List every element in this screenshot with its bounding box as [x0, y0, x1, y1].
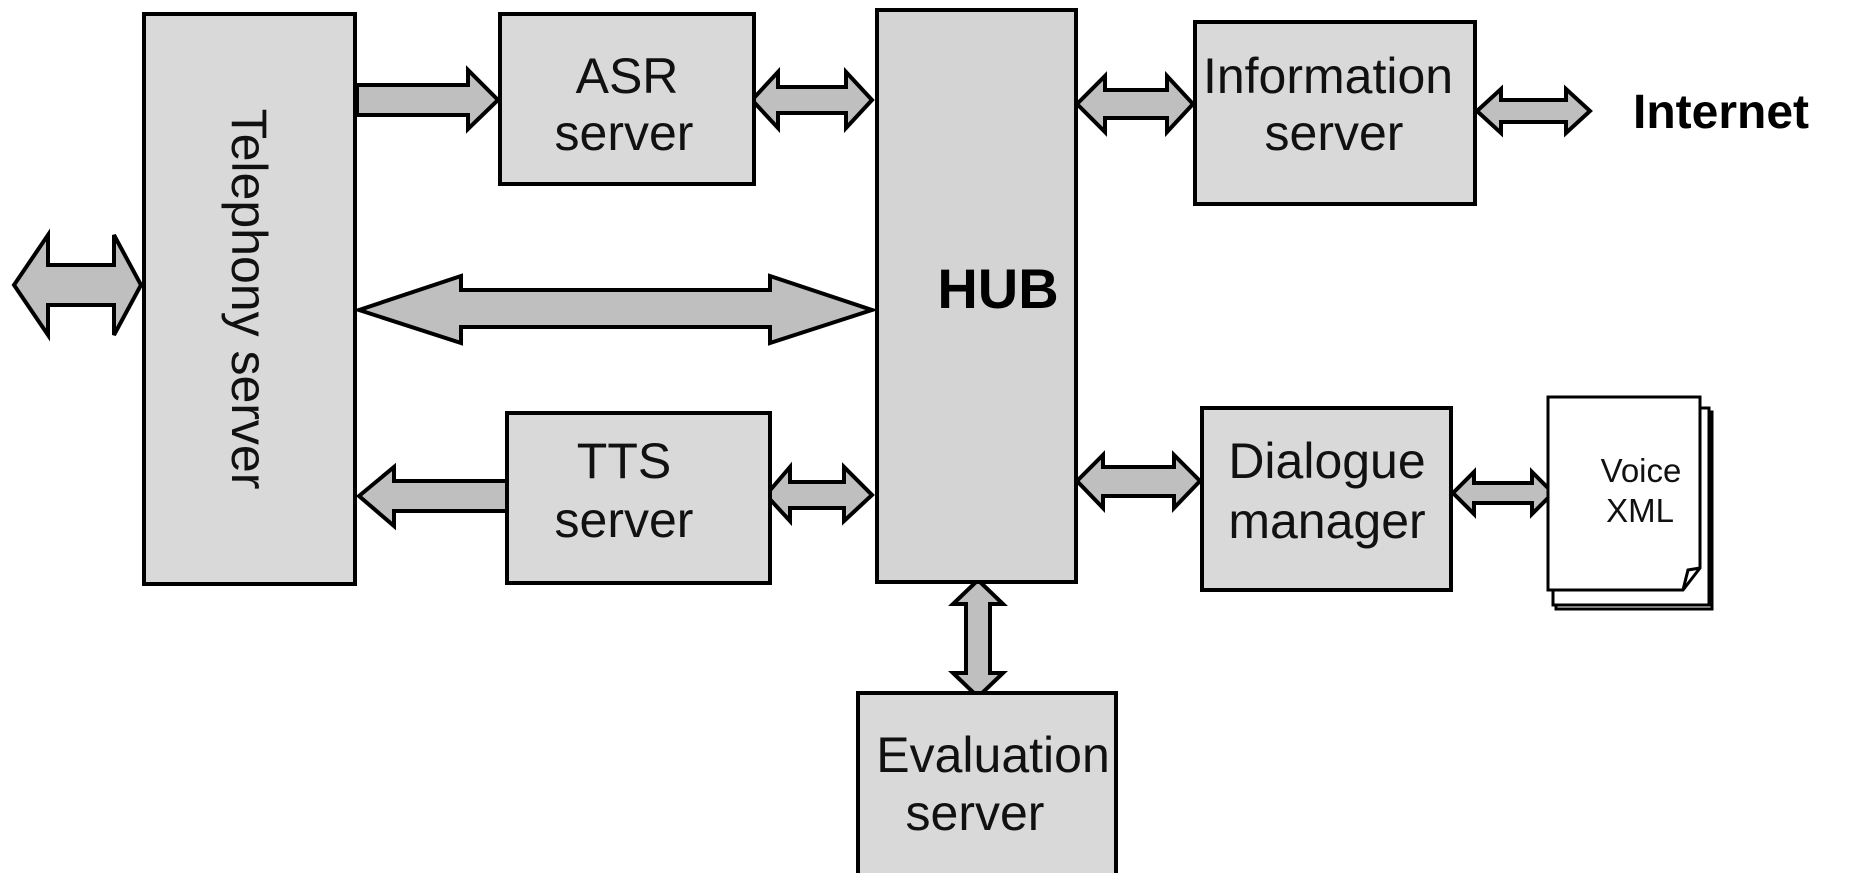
hub-evaluation-bidirectional-arrow — [948, 577, 1008, 700]
tts-server-node: TTS server — [505, 411, 772, 585]
information-server-node: Information server — [1193, 20, 1477, 206]
tts-server-label-line1: TTS — [577, 433, 671, 489]
telephony-server-node: Telephony server — [142, 12, 357, 586]
information-server-label-line1: Information — [1203, 48, 1453, 104]
internet-label: Internet — [1633, 86, 1809, 139]
dialogue-manager-label-line2: manager — [1228, 493, 1425, 549]
hub-dialogue-bidirectional-arrow — [1074, 450, 1203, 513]
information-server-label-line2: server — [1265, 105, 1404, 161]
voicexml-label-line2: XML — [1606, 492, 1674, 529]
evaluation-server-label-line1: Evaluation — [876, 727, 1110, 783]
dialogue-manager-node: Dialogue manager — [1200, 406, 1453, 592]
tts-to-telephony-arrow — [355, 462, 514, 531]
dialogue-manager-label-line1: Dialogue — [1228, 433, 1425, 489]
telephony-server-label: Telephony server — [221, 109, 277, 490]
dialogue-voicexml-bidirectional-arrow — [1450, 467, 1556, 519]
asr-server-node: ASR server — [498, 12, 756, 186]
hub-node: HUB — [875, 8, 1078, 584]
evaluation-server-node: Evaluation server — [856, 691, 1118, 873]
tts-hub-bidirectional-arrow — [763, 461, 875, 527]
voicexml-label-line1: Voice — [1601, 452, 1682, 489]
evaluation-server-label-line2: server — [906, 785, 1045, 841]
hub-information-bidirectional-arrow — [1074, 70, 1196, 138]
telephony-to-asr-arrow — [355, 65, 501, 134]
hub-label: HUB — [937, 257, 1058, 320]
asr-server-label-line1: ASR — [576, 48, 679, 104]
asr-hub-bidirectional-arrow — [749, 66, 875, 134]
asr-server-label-line2: server — [555, 105, 694, 161]
tts-server-label-line2: server — [555, 492, 694, 548]
information-internet-bidirectional-arrow — [1474, 84, 1593, 138]
voicexml-document-node: Voice XML — [1546, 395, 1714, 611]
telephony-hub-bidirectional-arrow — [352, 273, 879, 346]
external-bidirectional-arrow — [11, 228, 144, 342]
